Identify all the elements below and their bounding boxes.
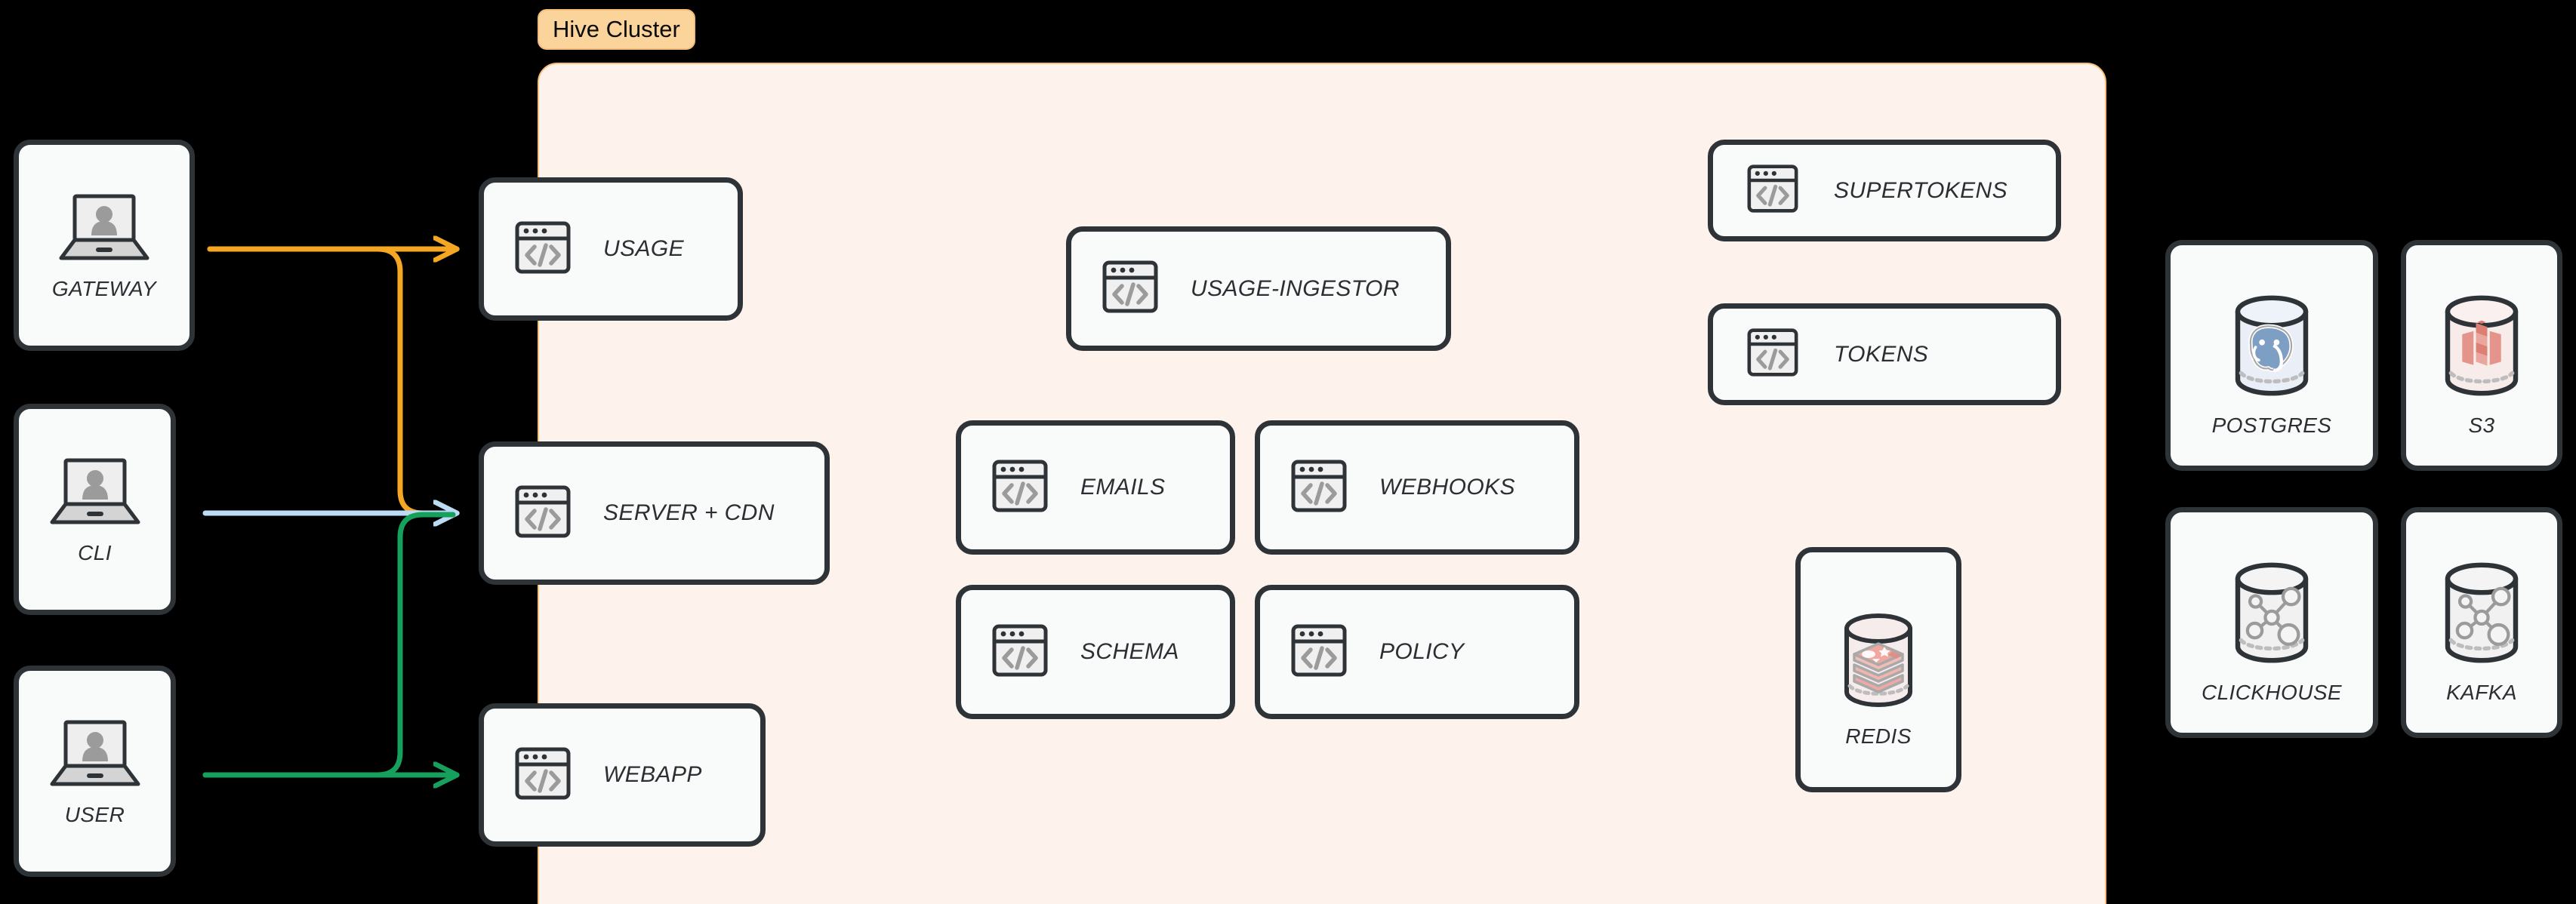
service-label: SCHEMA — [1080, 639, 1179, 664]
service-node-supertokens[interactable]: SUPERTOKENS — [1708, 140, 2061, 241]
code-window-icon — [1290, 623, 1348, 681]
postgres-database-icon — [2220, 289, 2324, 406]
service-node-tokens[interactable]: TOKENS — [1708, 303, 2061, 405]
client-node-cli[interactable]: CLI — [14, 404, 176, 615]
wire-user-to-server-cdn — [202, 512, 456, 778]
s3-database-icon — [2430, 289, 2534, 406]
datastore-label: POSTGRES — [2211, 413, 2332, 437]
client-label: CLI — [78, 540, 112, 564]
code-window-icon — [1746, 327, 1799, 381]
service-node-usage[interactable]: USAGE — [479, 177, 743, 321]
service-label: SERVER + CDN — [603, 500, 775, 525]
service-node-schema[interactable]: SCHEMA — [956, 585, 1235, 719]
service-node-usage-ingestor[interactable]: USAGE-INGESTOR — [1066, 226, 1451, 351]
code-window-icon — [1746, 164, 1799, 217]
client-label: USER — [64, 802, 125, 826]
generic-database-icon — [2430, 556, 2534, 673]
code-window-icon — [514, 746, 572, 804]
service-label: USAGE — [603, 236, 685, 261]
code-window-icon — [991, 459, 1049, 517]
service-label: POLICY — [1379, 639, 1465, 664]
service-node-policy[interactable]: POLICY — [1255, 585, 1579, 719]
datastore-node-redis[interactable]: REDIS — [1795, 547, 1961, 792]
service-label: WEBAPP — [603, 762, 702, 787]
service-node-server-cdn[interactable]: SERVER + CDN — [479, 441, 830, 585]
service-node-webhooks[interactable]: WEBHOOKS — [1255, 420, 1579, 555]
datastore-label: CLICKHOUSE — [2201, 680, 2343, 704]
datastore-label: KAFKA — [2446, 680, 2517, 704]
laptop-user-icon — [46, 716, 144, 795]
code-window-icon — [991, 623, 1049, 681]
datastore-node-postgres[interactable]: POSTGRES — [2165, 240, 2378, 471]
generic-database-icon — [2220, 556, 2324, 673]
wire-gateway-to-server-cdn — [207, 246, 456, 516]
code-window-icon — [1102, 260, 1159, 318]
redis-database-icon — [1830, 607, 1927, 717]
client-label: GATEWAY — [51, 276, 157, 300]
service-node-webapp[interactable]: WEBAPP — [479, 703, 766, 847]
datastore-node-kafka[interactable]: KAFKA — [2401, 507, 2562, 738]
service-label: TOKENS — [1834, 341, 1929, 367]
hive-cluster-label: Hive Cluster — [538, 9, 695, 50]
service-label: WEBHOOKS — [1379, 475, 1515, 500]
client-node-user[interactable]: USER — [14, 666, 176, 877]
service-node-emails[interactable]: EMAILS — [956, 420, 1235, 555]
datastore-node-clickhouse[interactable]: CLICKHOUSE — [2165, 507, 2378, 738]
laptop-user-icon — [55, 190, 153, 269]
service-label: SUPERTOKENS — [1834, 177, 2008, 203]
datastore-label: S3 — [2468, 413, 2495, 437]
datastore-node-s3[interactable]: S3 — [2401, 240, 2562, 471]
service-label: USAGE-INGESTOR — [1191, 275, 1400, 301]
code-window-icon — [514, 484, 572, 543]
datastore-label: REDIS — [1845, 724, 1912, 748]
service-label: EMAILS — [1080, 475, 1166, 500]
code-window-icon — [514, 220, 572, 278]
client-node-gateway[interactable]: GATEWAY — [14, 140, 195, 351]
code-window-icon — [1290, 459, 1348, 517]
laptop-user-icon — [46, 454, 144, 533]
